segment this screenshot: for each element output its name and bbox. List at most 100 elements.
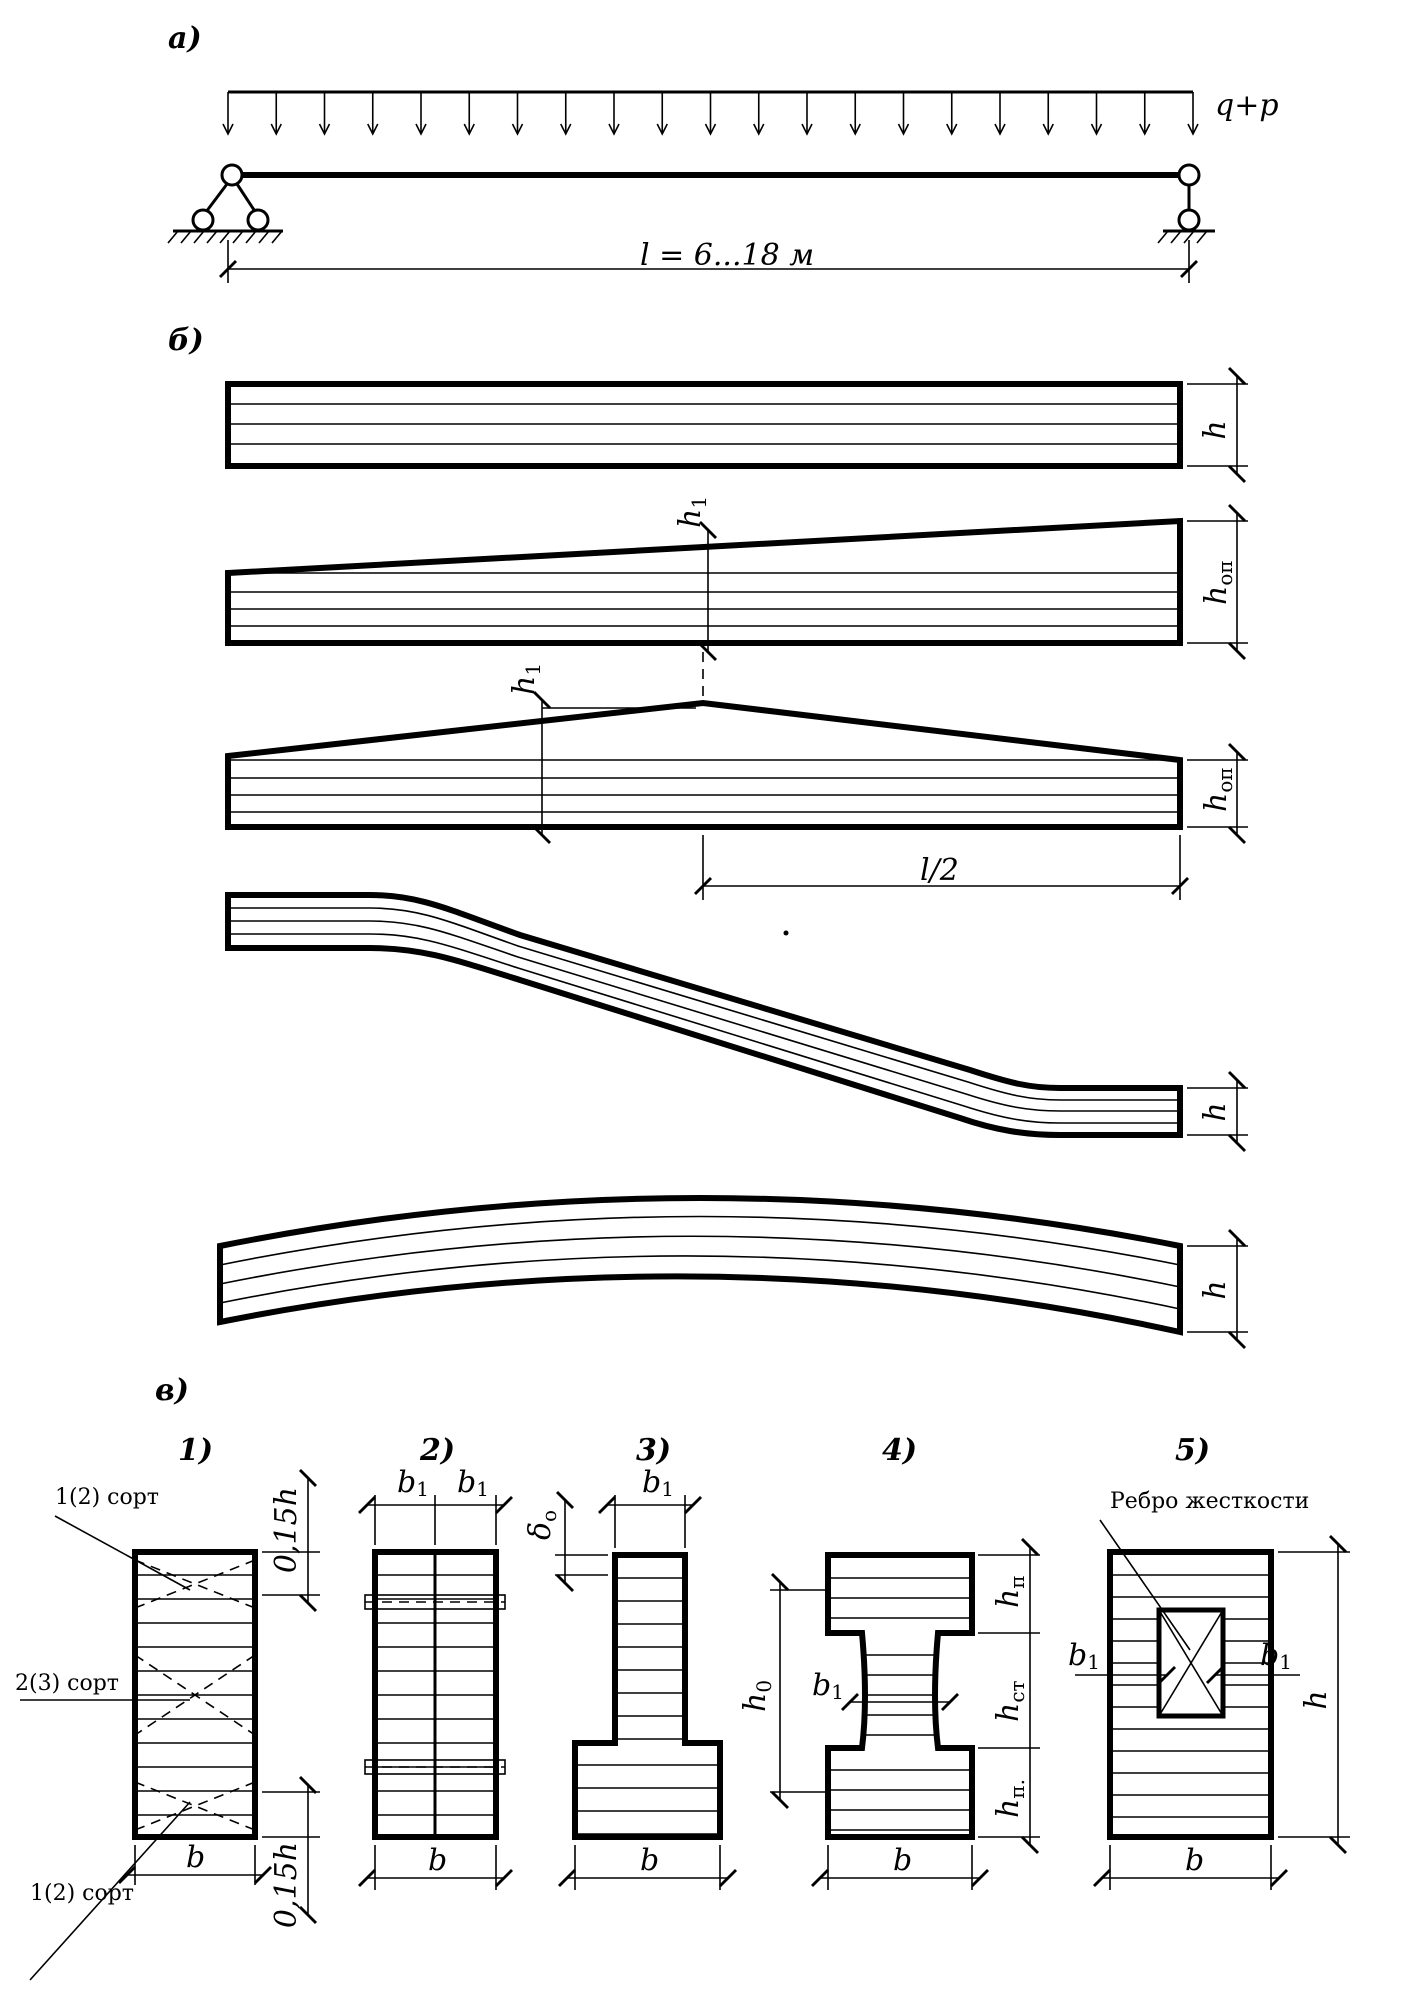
label-section-1: 1) [178,1433,213,1468]
h-label-4: h [1198,1102,1233,1121]
load-arrowhead [415,123,427,136]
half-span-label: l/2 [920,853,959,888]
label-section-5: 5) [1175,1433,1210,1468]
ground-hatch [180,230,192,244]
dim-015h-top: 0,15h [269,1487,304,1573]
sec5-h-label: h [1299,1690,1334,1709]
span-dimension [218,240,1199,283]
load-arrowhead [463,123,475,136]
section-4-i-section [825,1552,975,1840]
dim-h-1 [1187,366,1248,484]
load-arrowhead [222,123,234,136]
load-arrowhead [994,123,1006,136]
sec4-hp-label: hп [991,1575,1029,1608]
sec2-dims [357,1495,514,1890]
load-arrowhead [367,123,379,136]
single-slope-beam [225,517,1183,646]
ground-hatch [1196,230,1208,244]
h-label-1: h [1198,420,1233,439]
ground-hatch [271,230,283,244]
sec4-dims [770,1537,1040,1890]
load-arrowhead [608,123,620,136]
load-arrowhead [946,123,958,136]
ground-hatch [1157,230,1169,244]
load-arrowhead [849,123,861,136]
load-arrowhead [560,123,572,136]
h-label-5: h [1198,1280,1233,1299]
ground-hatch [193,230,205,244]
load-arrowhead [897,123,910,136]
sec4-b-label: b [893,1843,912,1878]
load-arrowhead [1187,123,1199,136]
load-arrowhead [511,123,524,136]
load-arrowhead [270,123,282,136]
label-part-b: б) [168,323,204,358]
label-part-a: а) [168,21,202,56]
section-3-t-section [572,1552,723,1840]
sec1-dims [117,1468,320,1925]
sec5-b-label: b [1185,1843,1204,1878]
ground-hatch [219,230,231,244]
sec2-b1-right: b1 [457,1465,489,1501]
section-1-rectangular [20,1515,258,1981]
straight-beam [225,381,1183,469]
distributed-load [222,90,1199,136]
hop-label-3: hоп [1199,767,1237,812]
ground-hatch [232,230,244,244]
ground-hatch [258,230,270,244]
load-arrowhead [753,123,765,136]
sec3-delta-label: δо [523,1510,561,1540]
sec2-b1-left: b1 [397,1465,429,1501]
span-label: l = 6...18 м [640,238,814,273]
sec2-b-label: b [428,1843,447,1878]
dim-h-4 [1187,1070,1248,1153]
ground-hatch [1183,230,1195,244]
label-section-4: 4) [882,1433,917,1468]
dim-hop-3 [1187,742,1248,845]
sec4-hst-label: hст [991,1680,1029,1722]
rib-label: Ребро жесткости [1110,1489,1309,1514]
sec4-h0-label: h0 [738,1680,776,1712]
load-arrowhead [704,123,717,136]
simple-beam [167,163,1215,244]
load-arrowhead [656,123,668,136]
dot-mark [783,930,789,936]
ground-hatch [1170,230,1182,244]
load-arrowhead [318,123,331,136]
dim-half-span [693,835,1190,900]
sec5-b1-right: b1 [1260,1638,1292,1674]
dim-015h-bottom: 0,15h [269,1842,304,1928]
label-part-v: в) [155,1373,189,1408]
label-section-3: 3) [636,1433,671,1468]
sec3-b-label: b [640,1843,659,1878]
load-arrowhead [1042,123,1054,136]
h1-label-2: h1 [673,496,711,528]
dim-h-5 [1187,1228,1248,1350]
h1-label-3: h1 [507,663,545,695]
load-arrowhead [801,123,813,136]
hop-label-2: hоп [1199,560,1237,605]
grade-1-2-top: 1(2) сорт [55,1485,159,1510]
grade-2-3: 2(3) сорт [15,1671,119,1696]
grade-1-2-bottom: 1(2) сорт [30,1881,134,1906]
dim-hop-2 [1187,503,1248,661]
sec3-dims [555,1490,738,1890]
sec4-b1-label: b1 [812,1668,844,1704]
sec1-b-label: b [186,1840,205,1875]
section-2-doubled [364,1549,506,1840]
ground-hatch [206,230,218,244]
sec5-b1-left: b1 [1068,1638,1100,1674]
ground-hatch [167,230,179,244]
load-label: q+p [1215,88,1279,123]
load-arrowhead [1090,123,1103,136]
sec5-dims [1075,1534,1350,1890]
load-arrowhead [1139,123,1151,136]
double-slope-beam [225,699,1183,830]
ground-hatch [245,230,257,244]
sec4-hp2-label: hп. [991,1779,1029,1818]
arched-beam [217,1195,1183,1336]
section-5-with-rib [1099,1519,1274,1840]
label-section-2: 2) [419,1433,455,1468]
s-curved-beam [225,892,1183,1138]
